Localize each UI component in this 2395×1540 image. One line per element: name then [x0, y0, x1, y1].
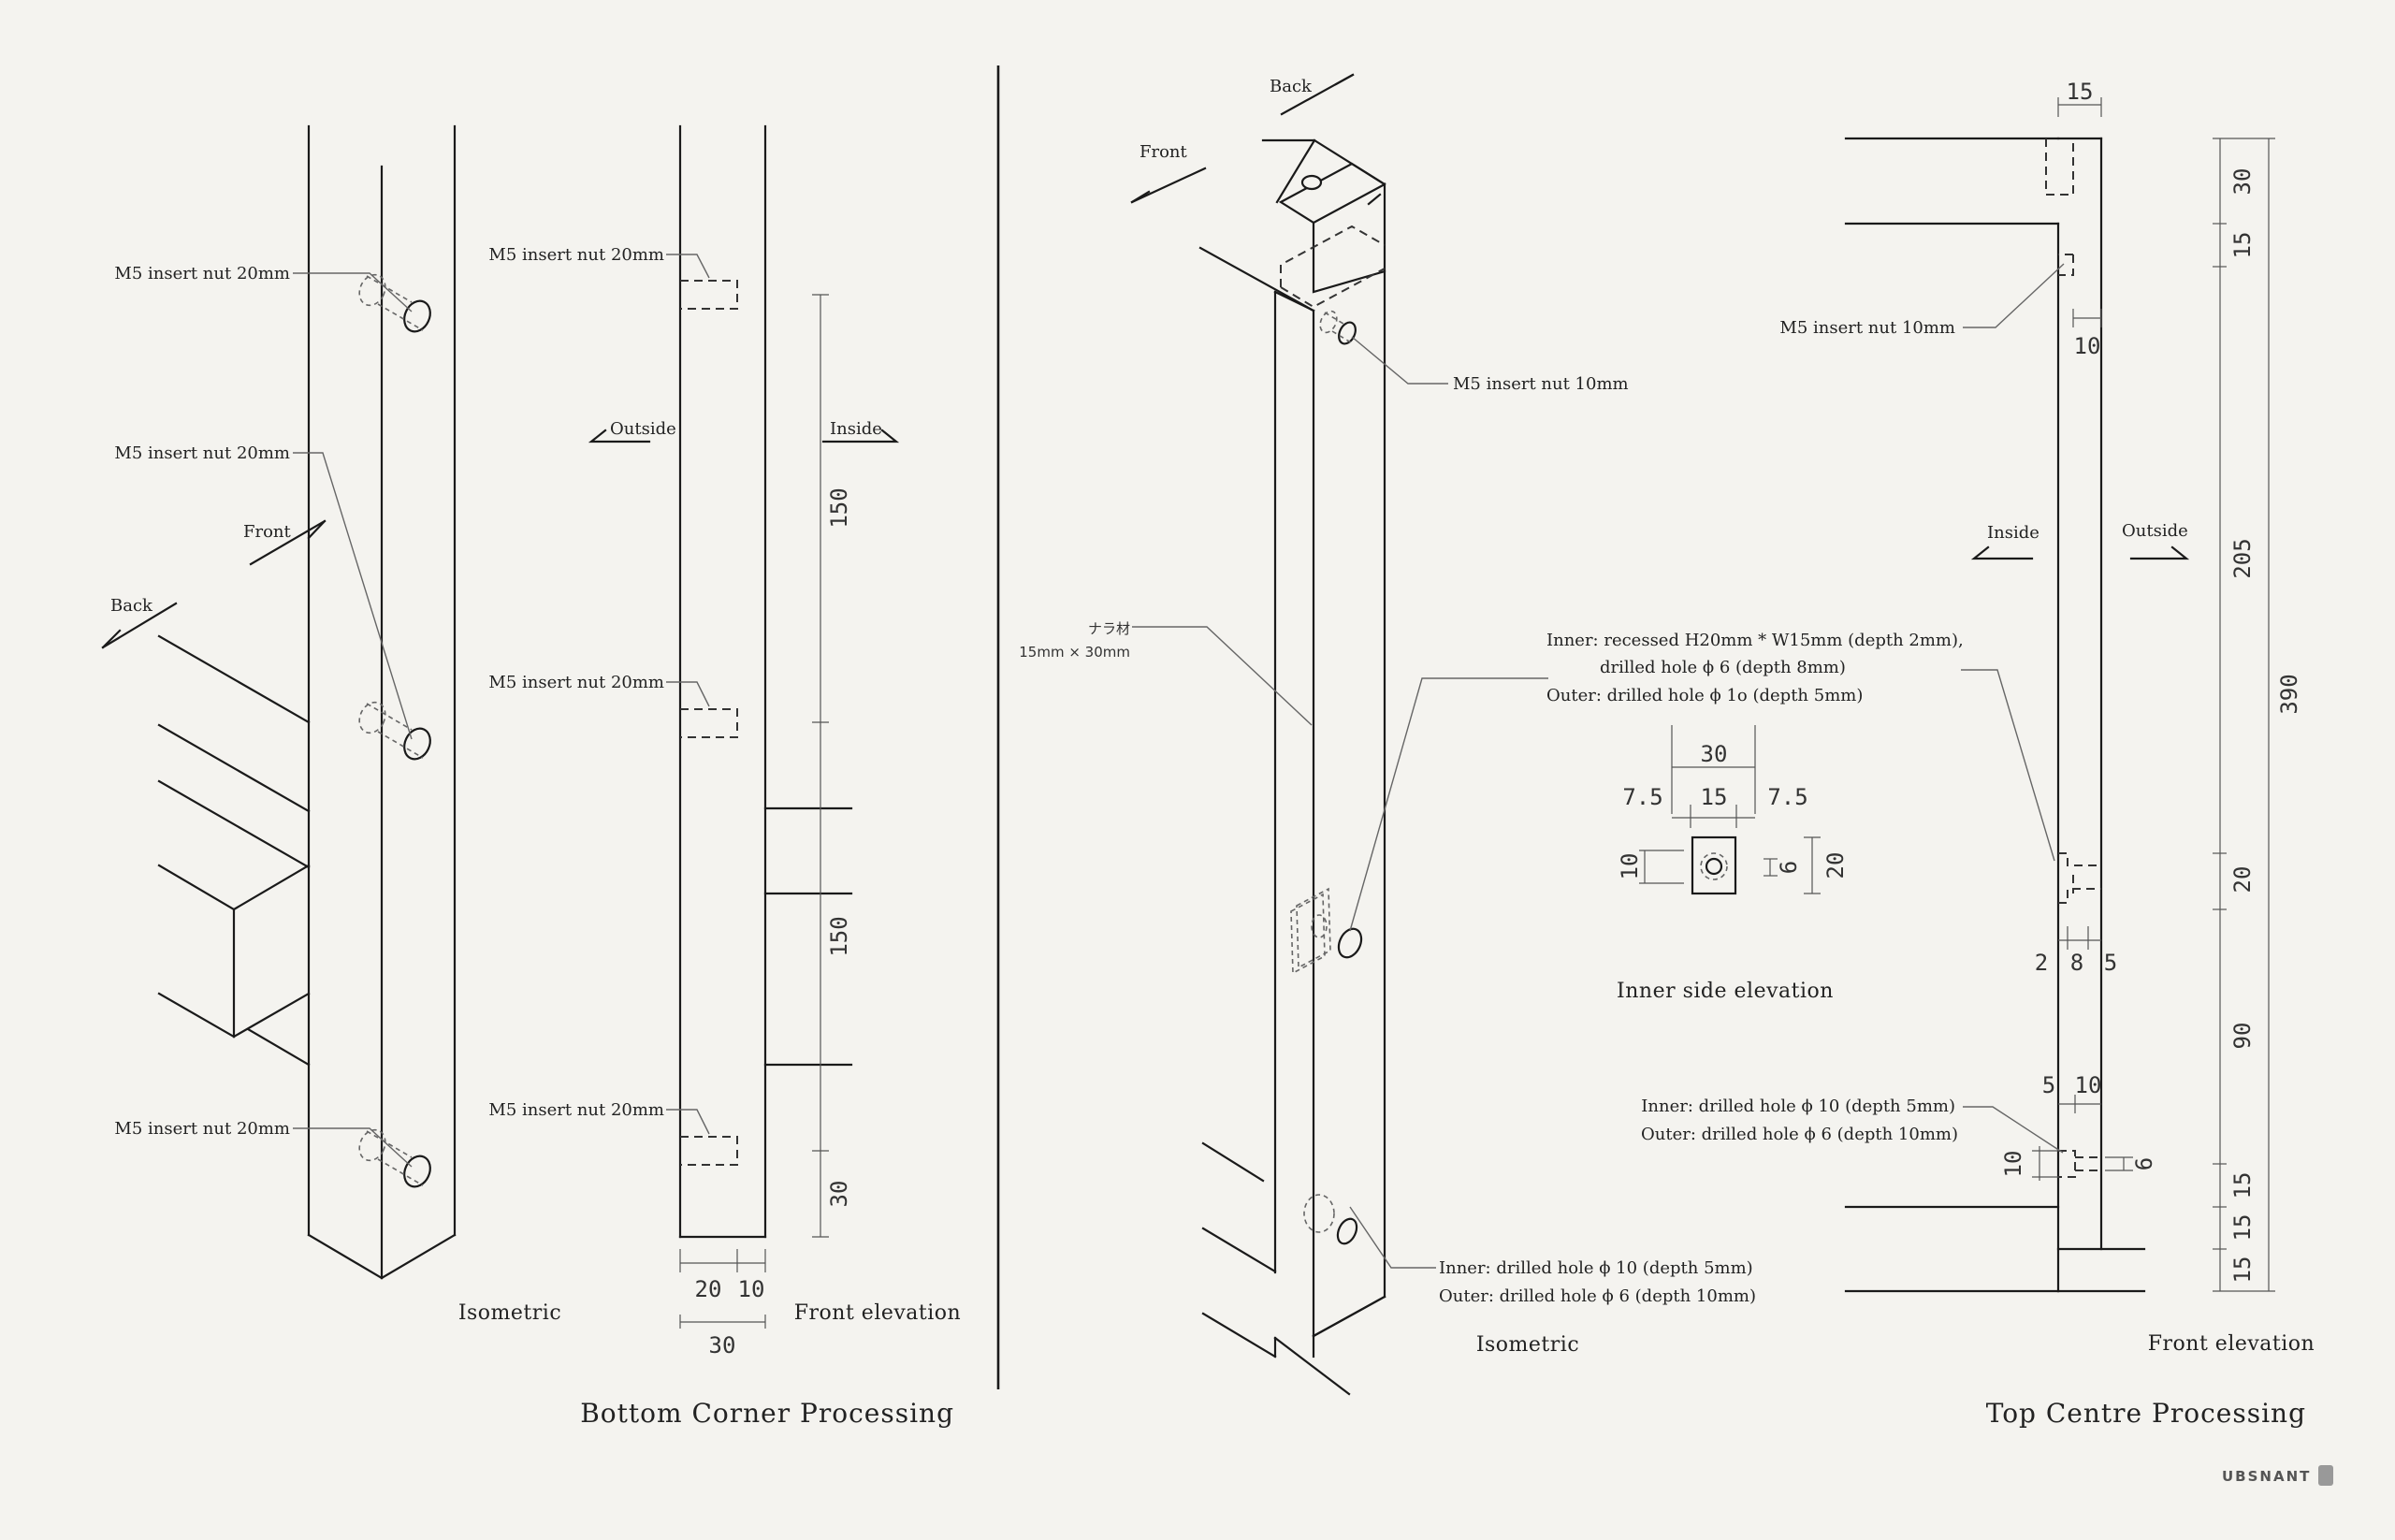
top-elev-dim-390-total: 390 — [2276, 674, 2302, 714]
top-elev-dims — [2032, 97, 2275, 1292]
top-elev-bottom-inner-note: Inner: drilled hole ϕ 10 (depth 5mm) — [1641, 1097, 1955, 1116]
top-elev-nut-label: M5 insert nut 10mm — [1779, 318, 1955, 338]
top-iso-front-arrow: Front — [1130, 142, 1207, 204]
bottom-elev-dim-10: 10 — [738, 1276, 765, 1302]
brand-logo-text: UBSNANT — [2222, 1468, 2311, 1485]
top-elev-dim-8: 8 — [2070, 950, 2083, 976]
top-iso-nut-label: M5 insert nut 10mm — [1453, 374, 1629, 394]
top-iso-nut-hidden — [1319, 310, 1357, 345]
top-elev-dim-10-nut: 10 — [2074, 333, 2101, 359]
bottom-elev-outside-label: Outside — [610, 419, 676, 439]
bottom-elev-dim-20: 20 — [695, 1276, 722, 1302]
top-iso-leaders — [1132, 336, 1548, 1269]
inner-side-elevation: 30 7.5 15 7.5 10 6 20 Inner side elevati… — [1617, 725, 1849, 1003]
bottom-elevation-view: M5 insert nut 20mm M5 insert nut 20mm M5… — [488, 124, 961, 1358]
top-iso-bottom-outer-note: Outer: drilled hole ϕ 6 (depth 10mm) — [1439, 1286, 1756, 1306]
top-elev-dim-15-right: 15 — [2229, 232, 2256, 259]
inner-elev-dim-30: 30 — [1701, 741, 1728, 767]
inner-elev-dim-15: 15 — [1701, 784, 1728, 810]
bottom-elev-nut-label-3: M5 insert nut 20mm — [488, 1100, 664, 1120]
top-elev-dim-90: 90 — [2229, 1023, 2256, 1050]
bottom-isometric-view: M5 insert nut 20mm M5 insert nut 20mm M5… — [101, 124, 561, 1325]
inner-elev-dim-6: 6 — [1776, 861, 1802, 874]
brand-logo-mark — [2318, 1465, 2333, 1486]
top-iso-back-label: Back — [1270, 77, 1313, 96]
top-elev-dim-15-c: 15 — [2229, 1257, 2256, 1284]
top-elev-inside-label: Inside — [1987, 523, 2039, 543]
top-elevation-view: M5 insert nut 10mm Inner: drilled hole ϕ… — [1641, 79, 2315, 1356]
bottom-iso-front-arrow: Front — [243, 519, 327, 566]
top-isometric-view: Back Front M5 insert nut 10mm ナラ材 15mm ×… — [1019, 73, 1964, 1396]
top-elev-dim-5: 5 — [2104, 950, 2117, 976]
inner-side-elevation-label: Inner side elevation — [1617, 980, 1834, 1003]
bottom-elev-dim-150-upper: 150 — [826, 487, 852, 528]
bottom-iso-leaders — [293, 272, 413, 1168]
bottom-iso-nut-label-2: M5 insert nut 20mm — [114, 443, 290, 463]
bottom-elev-dimension-chain — [679, 294, 829, 1329]
bottom-elev-inside-marker: Inside — [821, 419, 900, 443]
bottom-isometric-label: Isometric — [458, 1301, 561, 1325]
inner-elev-dim-20: 20 — [1822, 852, 1849, 879]
top-elev-outside-marker: Outside — [2122, 521, 2190, 560]
bottom-elev-nut-label-2: M5 insert nut 20mm — [488, 673, 664, 692]
top-elev-dim-15-top: 15 — [2067, 79, 2094, 105]
top-iso-post — [1273, 162, 1386, 1338]
top-elev-dim-205: 205 — [2229, 538, 2256, 578]
top-elev-dim-5-bottom: 5 — [2042, 1072, 2055, 1098]
top-elev-dim-15-a: 15 — [2229, 1172, 2256, 1199]
bottom-iso-nut-label-1: M5 insert nut 20mm — [114, 264, 290, 283]
top-iso-outer-hole-note: Outer: drilled hole ϕ 1o (depth 5mm) — [1546, 686, 1863, 705]
bottom-elev-rail-stubs — [763, 806, 853, 1067]
top-elev-dim-15-b: 15 — [2229, 1214, 2256, 1242]
top-elev-dim-10-vertical: 10 — [2000, 1151, 2026, 1178]
bottom-elev-dim-150-lower: 150 — [826, 916, 852, 956]
bottom-iso-post — [307, 124, 457, 1280]
top-elevation-label: Front elevation — [2148, 1332, 2315, 1356]
top-iso-back-arrow: Back — [1270, 73, 1355, 116]
top-elev-dim-20-right: 20 — [2229, 866, 2256, 893]
inner-elev-dim-10: 10 — [1617, 853, 1643, 880]
top-iso-rail — [1198, 138, 1386, 312]
top-elev-inside-marker: Inside — [1970, 523, 2039, 560]
bottom-corner-title: Bottom Corner Processing — [580, 1398, 954, 1429]
top-iso-bottom-inner-note: Inner: drilled hole ϕ 10 (depth 5mm) — [1439, 1258, 1753, 1278]
top-iso-inner-hole-note: drilled hole ϕ 6 (depth 8mm) — [1600, 658, 1846, 677]
top-iso-material-size: 15mm × 30mm — [1019, 644, 1130, 661]
top-centre-title: Top Centre Processing — [1986, 1398, 2306, 1429]
bottom-elev-nut-label-1: M5 insert nut 20mm — [488, 245, 664, 265]
bottom-iso-front-label: Front — [243, 522, 292, 542]
top-elev-dim-2: 2 — [2035, 950, 2048, 976]
top-elev-dim-6-vertical: 6 — [2131, 1157, 2157, 1170]
top-iso-inner-recess-note: Inner: recessed H20mm * W15mm (depth 2mm… — [1546, 631, 1964, 650]
bottom-elev-inside-label: Inside — [830, 419, 882, 439]
bottom-elev-dim-30: 30 — [826, 1181, 852, 1208]
bottom-iso-back-arrow: Back — [101, 596, 178, 649]
top-iso-front-label: Front — [1139, 142, 1188, 162]
top-elev-outside-label: Outside — [2122, 521, 2188, 541]
bottom-iso-holes — [358, 273, 431, 1188]
bottom-elev-dim-width-30: 30 — [709, 1332, 736, 1358]
top-elev-post — [1844, 137, 2146, 1293]
bottom-elev-leaders — [666, 254, 710, 1135]
top-isometric-label: Isometric — [1476, 1333, 1579, 1357]
top-iso-material-name: ナラ材 — [1088, 620, 1130, 637]
top-elev-dim-30-right: 30 — [2229, 168, 2256, 196]
bottom-iso-rails — [157, 634, 311, 1067]
bottom-iso-back-label: Back — [110, 596, 153, 616]
bottom-elevation-label: Front elevation — [794, 1301, 961, 1325]
bottom-elev-outside-marker: Outside — [588, 419, 676, 443]
top-iso-bottom-hole — [1303, 1194, 1358, 1245]
top-elev-bottom-outer-note: Outer: drilled hole ϕ 6 (depth 10mm) — [1641, 1125, 1958, 1144]
top-iso-lower-rails — [1201, 1141, 1386, 1396]
bottom-iso-nut-label-3: M5 insert nut 20mm — [114, 1119, 290, 1139]
bottom-elev-nut-hidden — [680, 280, 738, 1166]
top-iso-recess — [1290, 887, 1363, 975]
inner-elev-dim-7-5-left: 7.5 — [1622, 784, 1662, 810]
top-elev-dim-10-bottom: 10 — [2075, 1072, 2102, 1098]
inner-elev-dim-7-5-right: 7.5 — [1767, 784, 1807, 810]
brand-logo: UBSNANT — [2222, 1465, 2333, 1486]
